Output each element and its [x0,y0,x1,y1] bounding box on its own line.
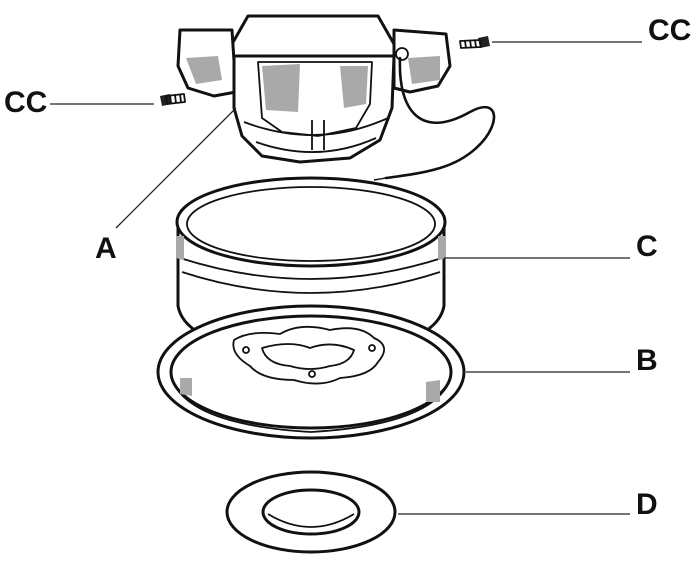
label-trim-ring: B [636,344,658,377]
label-canopy: C [636,230,658,263]
cover-ring [225,470,397,554]
label-cover-ring: D [636,488,658,521]
ground-wire [384,56,496,180]
label-screw-left: CC [4,86,47,119]
screw-left [160,93,186,106]
ground-wire-tip [373,177,387,181]
label-screw-right: CC [648,14,691,47]
screw-right [459,36,490,49]
trim-ring [156,304,466,440]
leader-bracket [115,107,237,229]
label-bracket: A [95,232,117,265]
mounting-bracket [176,14,452,164]
